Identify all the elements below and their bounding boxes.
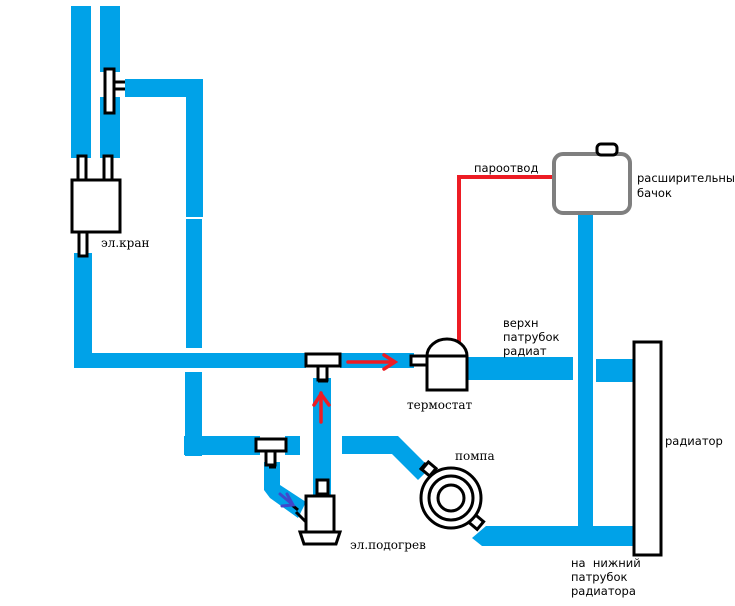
pipe-branch-top (125, 79, 203, 97)
fittings (76, 67, 429, 496)
pipe-heater-up (313, 378, 331, 498)
steam-vent-label: пароотвод (474, 161, 539, 175)
expansion-tank-label-2: бачок (637, 186, 672, 200)
connector (409, 354, 429, 367)
tee-fitting-main (304, 352, 342, 368)
pump (419, 459, 486, 532)
connector (264, 449, 277, 467)
connector (102, 154, 114, 183)
pipe-lower-horizontal-2 (285, 436, 300, 455)
lower-hose-label-2: патрубок (571, 570, 628, 584)
expansion-tank (552, 152, 632, 215)
upper-hose-label-3: радиат (503, 344, 547, 358)
thermostat (425, 337, 469, 392)
pipe-upper-radiator-2 (596, 359, 634, 382)
pipe-main-horizontal (74, 353, 306, 368)
lower-hose-label-1: на нижний (571, 556, 641, 570)
thermostat-label: термостат (407, 398, 473, 412)
radiator (632, 340, 663, 557)
radiator-label: радиатор (665, 434, 723, 448)
tee-fitting-top (103, 67, 116, 115)
connector (316, 364, 329, 382)
flow-arrow-heater (278, 492, 296, 508)
pipe-to-pump (342, 436, 430, 480)
connector (315, 478, 330, 496)
connector (76, 154, 88, 183)
upper-hose-label-1: верхн (503, 316, 539, 330)
pipe-down-left (185, 372, 202, 456)
pipe-pump-outlet (472, 526, 634, 546)
connector (77, 230, 89, 258)
el-valve-box (70, 178, 122, 234)
tee-fitting-lower (254, 437, 288, 453)
el-valve-label: эл.кран (101, 236, 150, 250)
pipe-heater-in (264, 462, 306, 518)
pump-label: помпа (455, 449, 495, 463)
flow-arrow-right (346, 353, 399, 371)
el-heater (294, 494, 343, 546)
pipe-branch-down (186, 79, 203, 217)
pipe-second-top (100, 6, 120, 72)
pipes (71, 6, 634, 546)
pipe-branch-down2 (186, 219, 202, 347)
pipe-upper-radiator-1 (468, 357, 573, 380)
lower-hose-label-3: радиатора (571, 584, 636, 598)
pipe-lower-horizontal (184, 436, 260, 455)
upper-hose-label-2: патрубок (503, 330, 560, 344)
tank-cap (595, 142, 619, 157)
el-heater-label: эл.подогрев (350, 538, 426, 552)
pipe-tank-down (578, 213, 593, 529)
pipe-left-top (71, 6, 91, 158)
pipe-main-stub (186, 340, 202, 348)
flow-arrow-up (312, 390, 331, 424)
expansion-tank-label-1: расширительны (637, 171, 735, 185)
pipe-left-lower (74, 253, 92, 366)
